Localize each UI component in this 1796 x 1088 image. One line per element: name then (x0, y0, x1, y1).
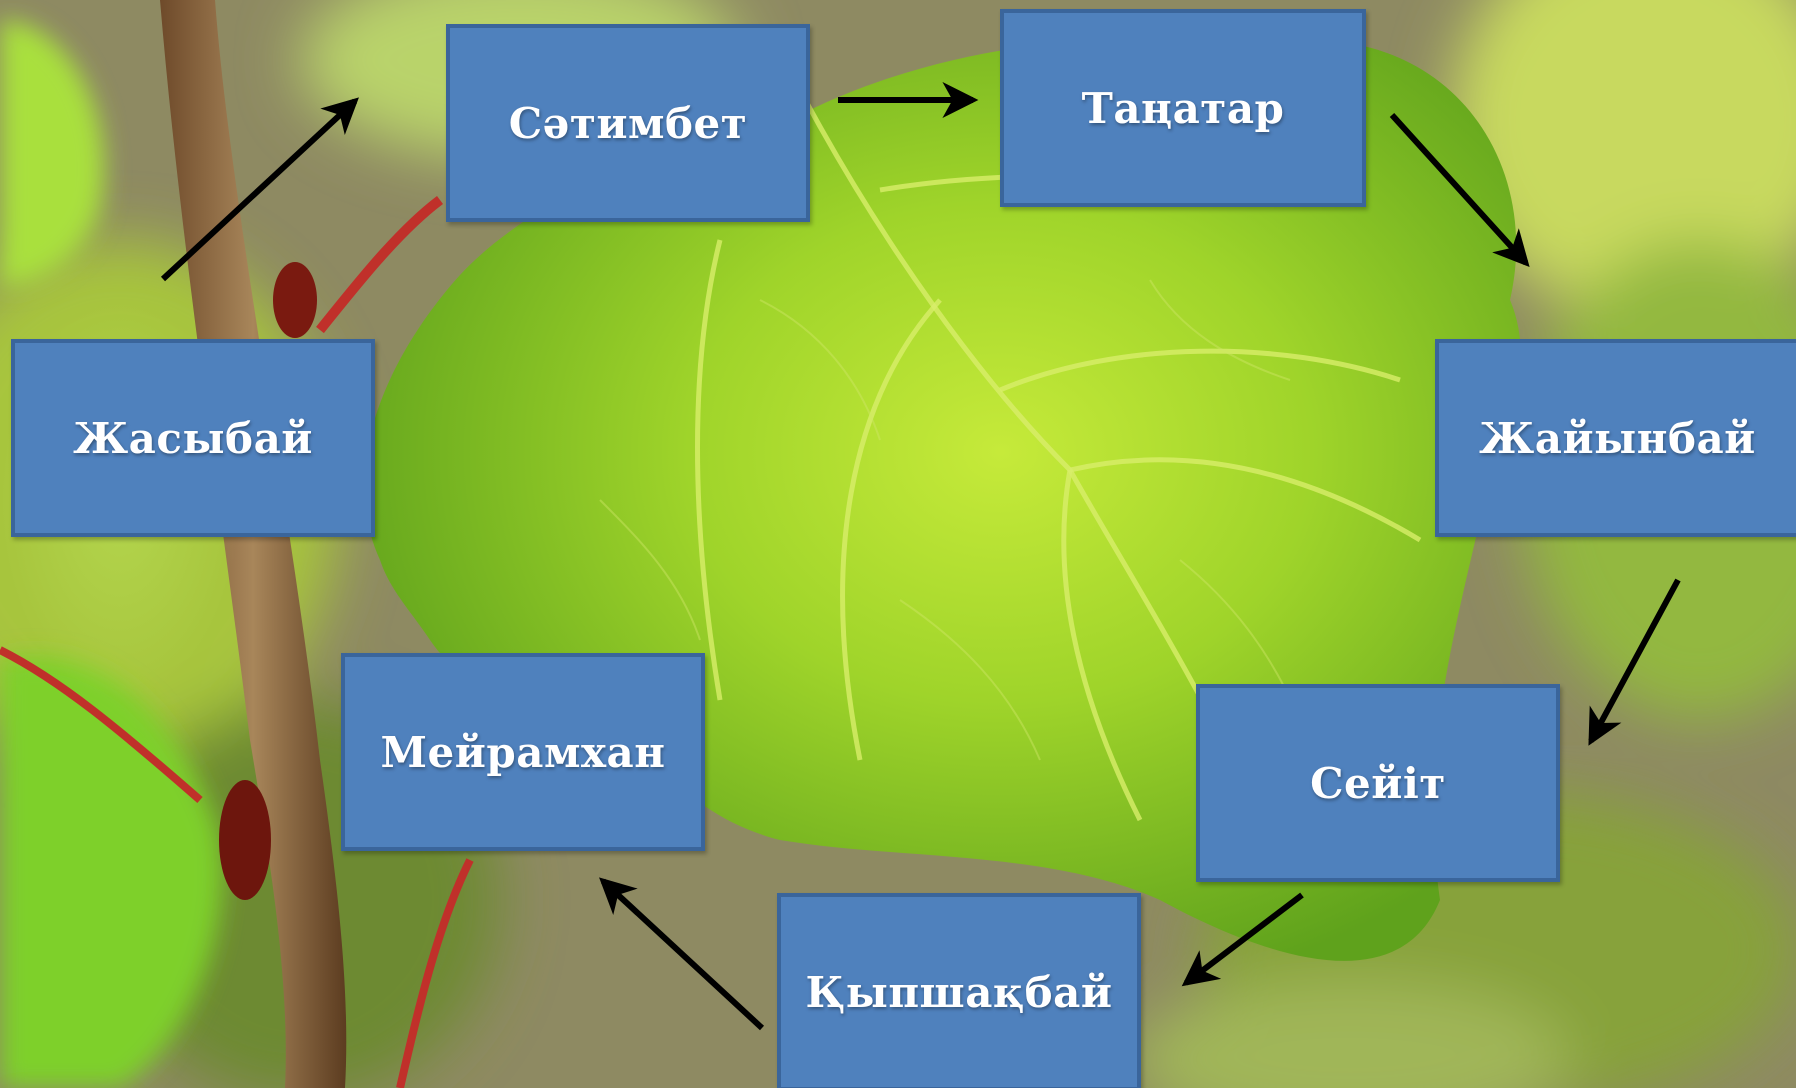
node-satimbet: Сәтимбет (446, 24, 810, 222)
node-zhasybai: Жасыбай (11, 339, 375, 537)
node-tangatar: Таңатар (1000, 9, 1366, 207)
node-label: Таңатар (1082, 84, 1285, 133)
node-label: Жасыбай (73, 414, 313, 463)
node-kypshakbai: Қыпшақбай (777, 893, 1141, 1088)
node-meiramhan: Мейрамхан (341, 653, 705, 851)
node-label: Сәтимбет (509, 99, 748, 148)
node-label: Мейрамхан (381, 728, 666, 777)
node-label: Жайынбай (1479, 414, 1756, 463)
node-label: Сейіт (1310, 759, 1446, 808)
node-seyit: Сейіт (1196, 684, 1560, 882)
node-zhaiynbai: Жайынбай (1435, 339, 1796, 537)
node-label: Қыпшақбай (805, 968, 1112, 1017)
